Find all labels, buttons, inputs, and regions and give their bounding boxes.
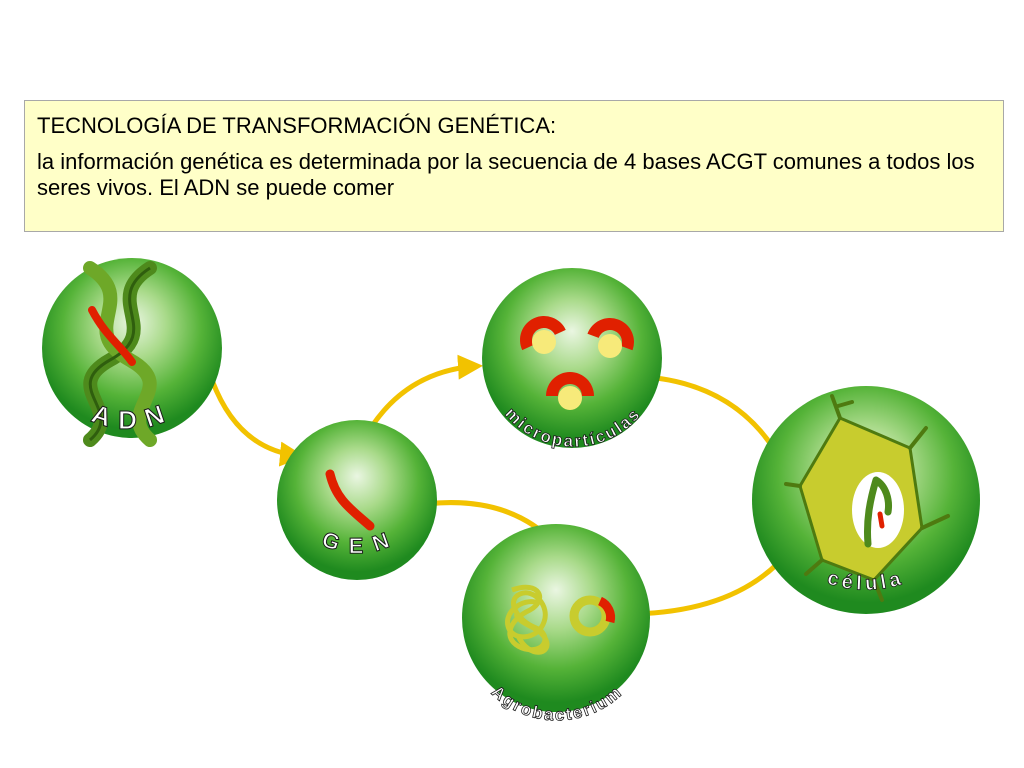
microparticles-node: micropartículas xyxy=(482,268,662,451)
gen-node: G E N xyxy=(277,420,437,580)
microparticles-sphere xyxy=(482,268,662,448)
adn-node: A D N xyxy=(42,258,222,447)
agrobacterium-sphere xyxy=(462,524,650,712)
cell-node: célula xyxy=(752,386,980,614)
slide-title: TECNOLOGÍA DE TRANSFORMACIÓN GENÉTICA: xyxy=(37,113,557,138)
gen-sphere xyxy=(277,420,437,580)
info-text-box: TECNOLOGÍA DE TRANSFORMACIÓN GENÉTICA: l… xyxy=(24,100,1004,232)
dna-helix-icon xyxy=(83,261,157,447)
svg-text:A D N: A D N xyxy=(88,398,170,435)
arrow-gen-to-micro xyxy=(369,354,483,428)
bacterial-chromosome-icon xyxy=(505,584,550,655)
gene-fragment-icon xyxy=(325,469,375,531)
arrow-adn-to-gen xyxy=(209,379,305,467)
agrobacterium-node: Agrobacterium xyxy=(462,524,650,725)
microparticle-icon xyxy=(546,372,594,410)
slide-body-text: la información genética es determinada p… xyxy=(37,149,975,200)
adn-label: A D N xyxy=(88,398,169,436)
microparticle-icon xyxy=(587,318,634,358)
arrow-agro-to-celula xyxy=(631,546,794,617)
plant-cell-icon xyxy=(784,394,950,602)
plasmid-icon xyxy=(569,595,616,637)
microparticle-icon xyxy=(520,316,566,354)
